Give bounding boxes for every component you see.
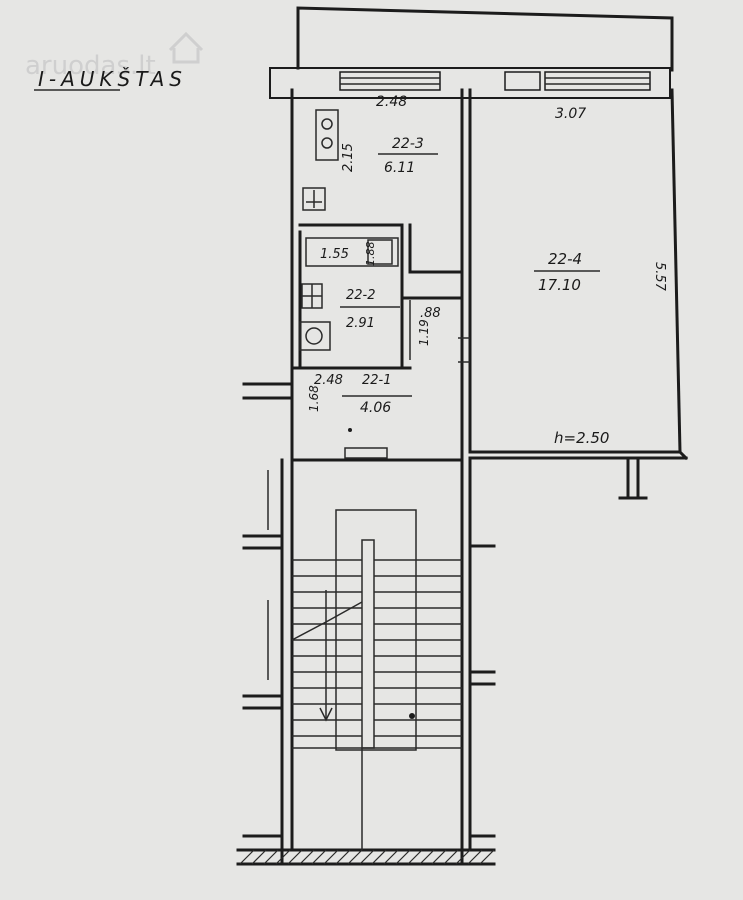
room-depth: 5.57 xyxy=(652,262,667,292)
window-kitchen xyxy=(339,71,441,91)
hatch-line xyxy=(299,849,315,865)
bathtub-icon xyxy=(305,237,399,267)
stairwell xyxy=(236,458,496,866)
hall-id: 22-1 xyxy=(362,373,392,388)
washbasin-icon xyxy=(301,283,323,309)
hatch-line xyxy=(251,849,267,865)
stove-icon xyxy=(315,109,339,161)
bathtub-length: 1.55 xyxy=(320,247,349,262)
landing-floor xyxy=(292,747,462,850)
hatch-line xyxy=(443,849,459,865)
stair-arrow-icon xyxy=(291,590,415,722)
hatch-line xyxy=(323,849,339,865)
kitchen-depth: 2.15 xyxy=(341,143,356,172)
hatch-line xyxy=(239,849,255,865)
hatch-line xyxy=(335,849,351,865)
room-area: 17.10 xyxy=(538,276,581,294)
ceiling-height: h=2.50 xyxy=(554,429,609,447)
hatch-line xyxy=(359,849,375,865)
hatch-line xyxy=(371,849,387,865)
hatch-line xyxy=(347,849,363,865)
watermark: aruodas.lt xyxy=(25,51,156,81)
house-logo-icon xyxy=(168,31,204,64)
corridor-width: .88 xyxy=(420,306,441,321)
kitchen-area: 6.11 xyxy=(384,160,415,176)
sink-icon xyxy=(302,187,326,211)
bath-depth: 1.19 xyxy=(417,319,431,346)
balcony-door xyxy=(504,71,541,91)
hatch-line xyxy=(275,849,291,865)
hatch-line xyxy=(407,849,423,865)
hall-width: 2.48 xyxy=(314,373,343,388)
room-id: 22-4 xyxy=(548,250,582,268)
hatch-line xyxy=(311,849,327,865)
hatch-line xyxy=(395,849,411,865)
hall-area: 4.06 xyxy=(360,400,391,416)
toilet-icon xyxy=(299,321,331,351)
bath-id: 22-2 xyxy=(346,288,376,303)
room-width: 3.07 xyxy=(555,106,586,122)
bathtub-width: 1.88 xyxy=(364,242,377,267)
hatch-line xyxy=(383,849,399,865)
wall-stubs xyxy=(242,382,689,500)
floor-title: I-AUKŠTAS xyxy=(38,67,187,91)
hatch-line xyxy=(287,849,303,865)
stair-treads xyxy=(292,559,462,737)
balcony xyxy=(296,6,674,72)
hatch-line xyxy=(455,849,471,865)
wall-hatching xyxy=(239,849,495,865)
hatch-line xyxy=(419,849,435,865)
apartment-walls xyxy=(290,88,688,462)
hatch-line xyxy=(467,849,483,865)
hatch-line xyxy=(263,849,279,865)
window-room xyxy=(544,71,651,91)
bath-area: 2.91 xyxy=(346,316,375,331)
stair-center xyxy=(335,509,417,751)
hall-door xyxy=(344,337,470,459)
hatch-line xyxy=(479,849,495,865)
hatch-line xyxy=(431,849,447,865)
kitchen-id: 22-3 xyxy=(392,136,424,152)
kitchen-width: 2.48 xyxy=(376,94,407,110)
hall-depth: 1.68 xyxy=(307,385,321,412)
